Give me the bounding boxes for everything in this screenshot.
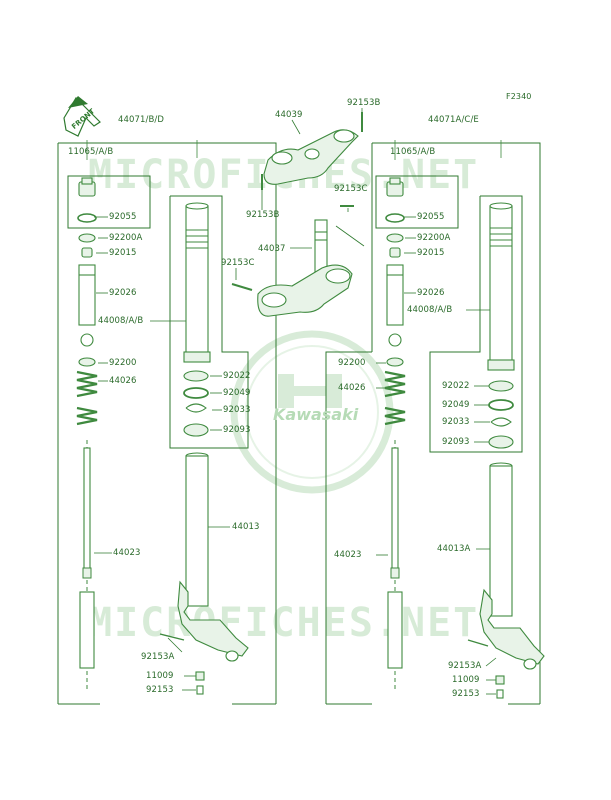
- right-outer-tube: [487, 202, 515, 371]
- label-right-92015: 92015: [417, 248, 445, 258]
- label-left-44023: 44023: [113, 548, 141, 558]
- label-left-11009: 11009: [146, 671, 174, 681]
- kawasaki-emblem: [230, 330, 394, 494]
- right-leaders: [376, 216, 497, 695]
- label-92153C-left: 92153C: [221, 258, 255, 268]
- label-92153B-left: 92153B: [246, 210, 280, 220]
- left-outer-tube: [183, 202, 211, 363]
- label-right-92055: 92055: [417, 212, 445, 222]
- label-right-44026: 44026: [338, 383, 366, 393]
- label-right-44008: 44008/A/B: [407, 305, 453, 315]
- label-left-92033: 92033: [223, 405, 251, 415]
- watermark-bottom: MICROFICHES.NET: [88, 600, 480, 646]
- kawasaki-logo: Kawasaki: [273, 405, 359, 424]
- label-left-44008: 44008/A/B: [98, 316, 144, 326]
- label-left-92055: 92055: [109, 212, 137, 222]
- right-fork-cap: [385, 177, 405, 258]
- steering-stem: [257, 219, 353, 317]
- label-44037: 44037: [258, 244, 286, 254]
- label-left-44013: 44013: [232, 522, 260, 532]
- label-right-assy: 44071A/C/E: [428, 115, 479, 125]
- label-right-44013A: 44013A: [437, 544, 471, 554]
- label-right-92153A: 92153A: [448, 661, 482, 671]
- label-left-92022: 92022: [223, 371, 251, 381]
- figure-code: F2340: [506, 92, 532, 101]
- left-fork-outline: [57, 142, 277, 705]
- label-left-92200A: 92200A: [109, 233, 143, 243]
- label-left-cap: 11065/A/B: [68, 147, 114, 157]
- label-left-92093: 92093: [223, 425, 251, 435]
- label-right-92026: 92026: [417, 288, 445, 298]
- left-damper-rod: [79, 140, 95, 692]
- right-damper-rod: [387, 140, 403, 692]
- label-44039: 44039: [275, 110, 303, 120]
- label-right-92093: 92093: [442, 437, 470, 447]
- left-spacer: [78, 264, 96, 367]
- upper-triple-clamp: [263, 129, 359, 185]
- label-right-92033: 92033: [442, 417, 470, 427]
- label-92153B-top: 92153B: [347, 98, 381, 108]
- center-leaders: [235, 108, 365, 280]
- label-right-92200A: 92200A: [417, 233, 451, 243]
- label-left-92015: 92015: [109, 248, 137, 258]
- left-fork-cap: [77, 177, 97, 258]
- label-right-11009: 11009: [452, 675, 480, 685]
- label-left-92153A: 92153A: [141, 652, 175, 662]
- left-spring: [76, 370, 98, 426]
- right-seals: [488, 380, 514, 449]
- left-seals: [183, 370, 209, 437]
- left-inner-tube: [159, 140, 249, 695]
- right-spacer: [386, 264, 404, 367]
- label-right-92049: 92049: [442, 400, 470, 410]
- label-left-92200: 92200: [109, 358, 137, 368]
- right-fork-outline: [325, 142, 541, 705]
- label-right-92153: 92153: [452, 689, 480, 699]
- label-left-assy: 44071/B/D: [118, 115, 165, 125]
- label-right-92022: 92022: [442, 381, 470, 391]
- right-spring: [384, 370, 406, 426]
- label-right-44023: 44023: [334, 550, 362, 560]
- center-bolts: [231, 112, 363, 291]
- right-inner-tube: [467, 140, 545, 699]
- label-right-cap: 11065/A/B: [390, 147, 436, 157]
- front-arrow-icon: [63, 96, 101, 137]
- label-right-92200: 92200: [338, 358, 366, 368]
- label-92153C-right: 92153C: [334, 184, 368, 194]
- label-left-44026: 44026: [109, 376, 137, 386]
- label-left-92026: 92026: [109, 288, 137, 298]
- label-left-92049: 92049: [223, 388, 251, 398]
- label-left-92153: 92153: [146, 685, 174, 695]
